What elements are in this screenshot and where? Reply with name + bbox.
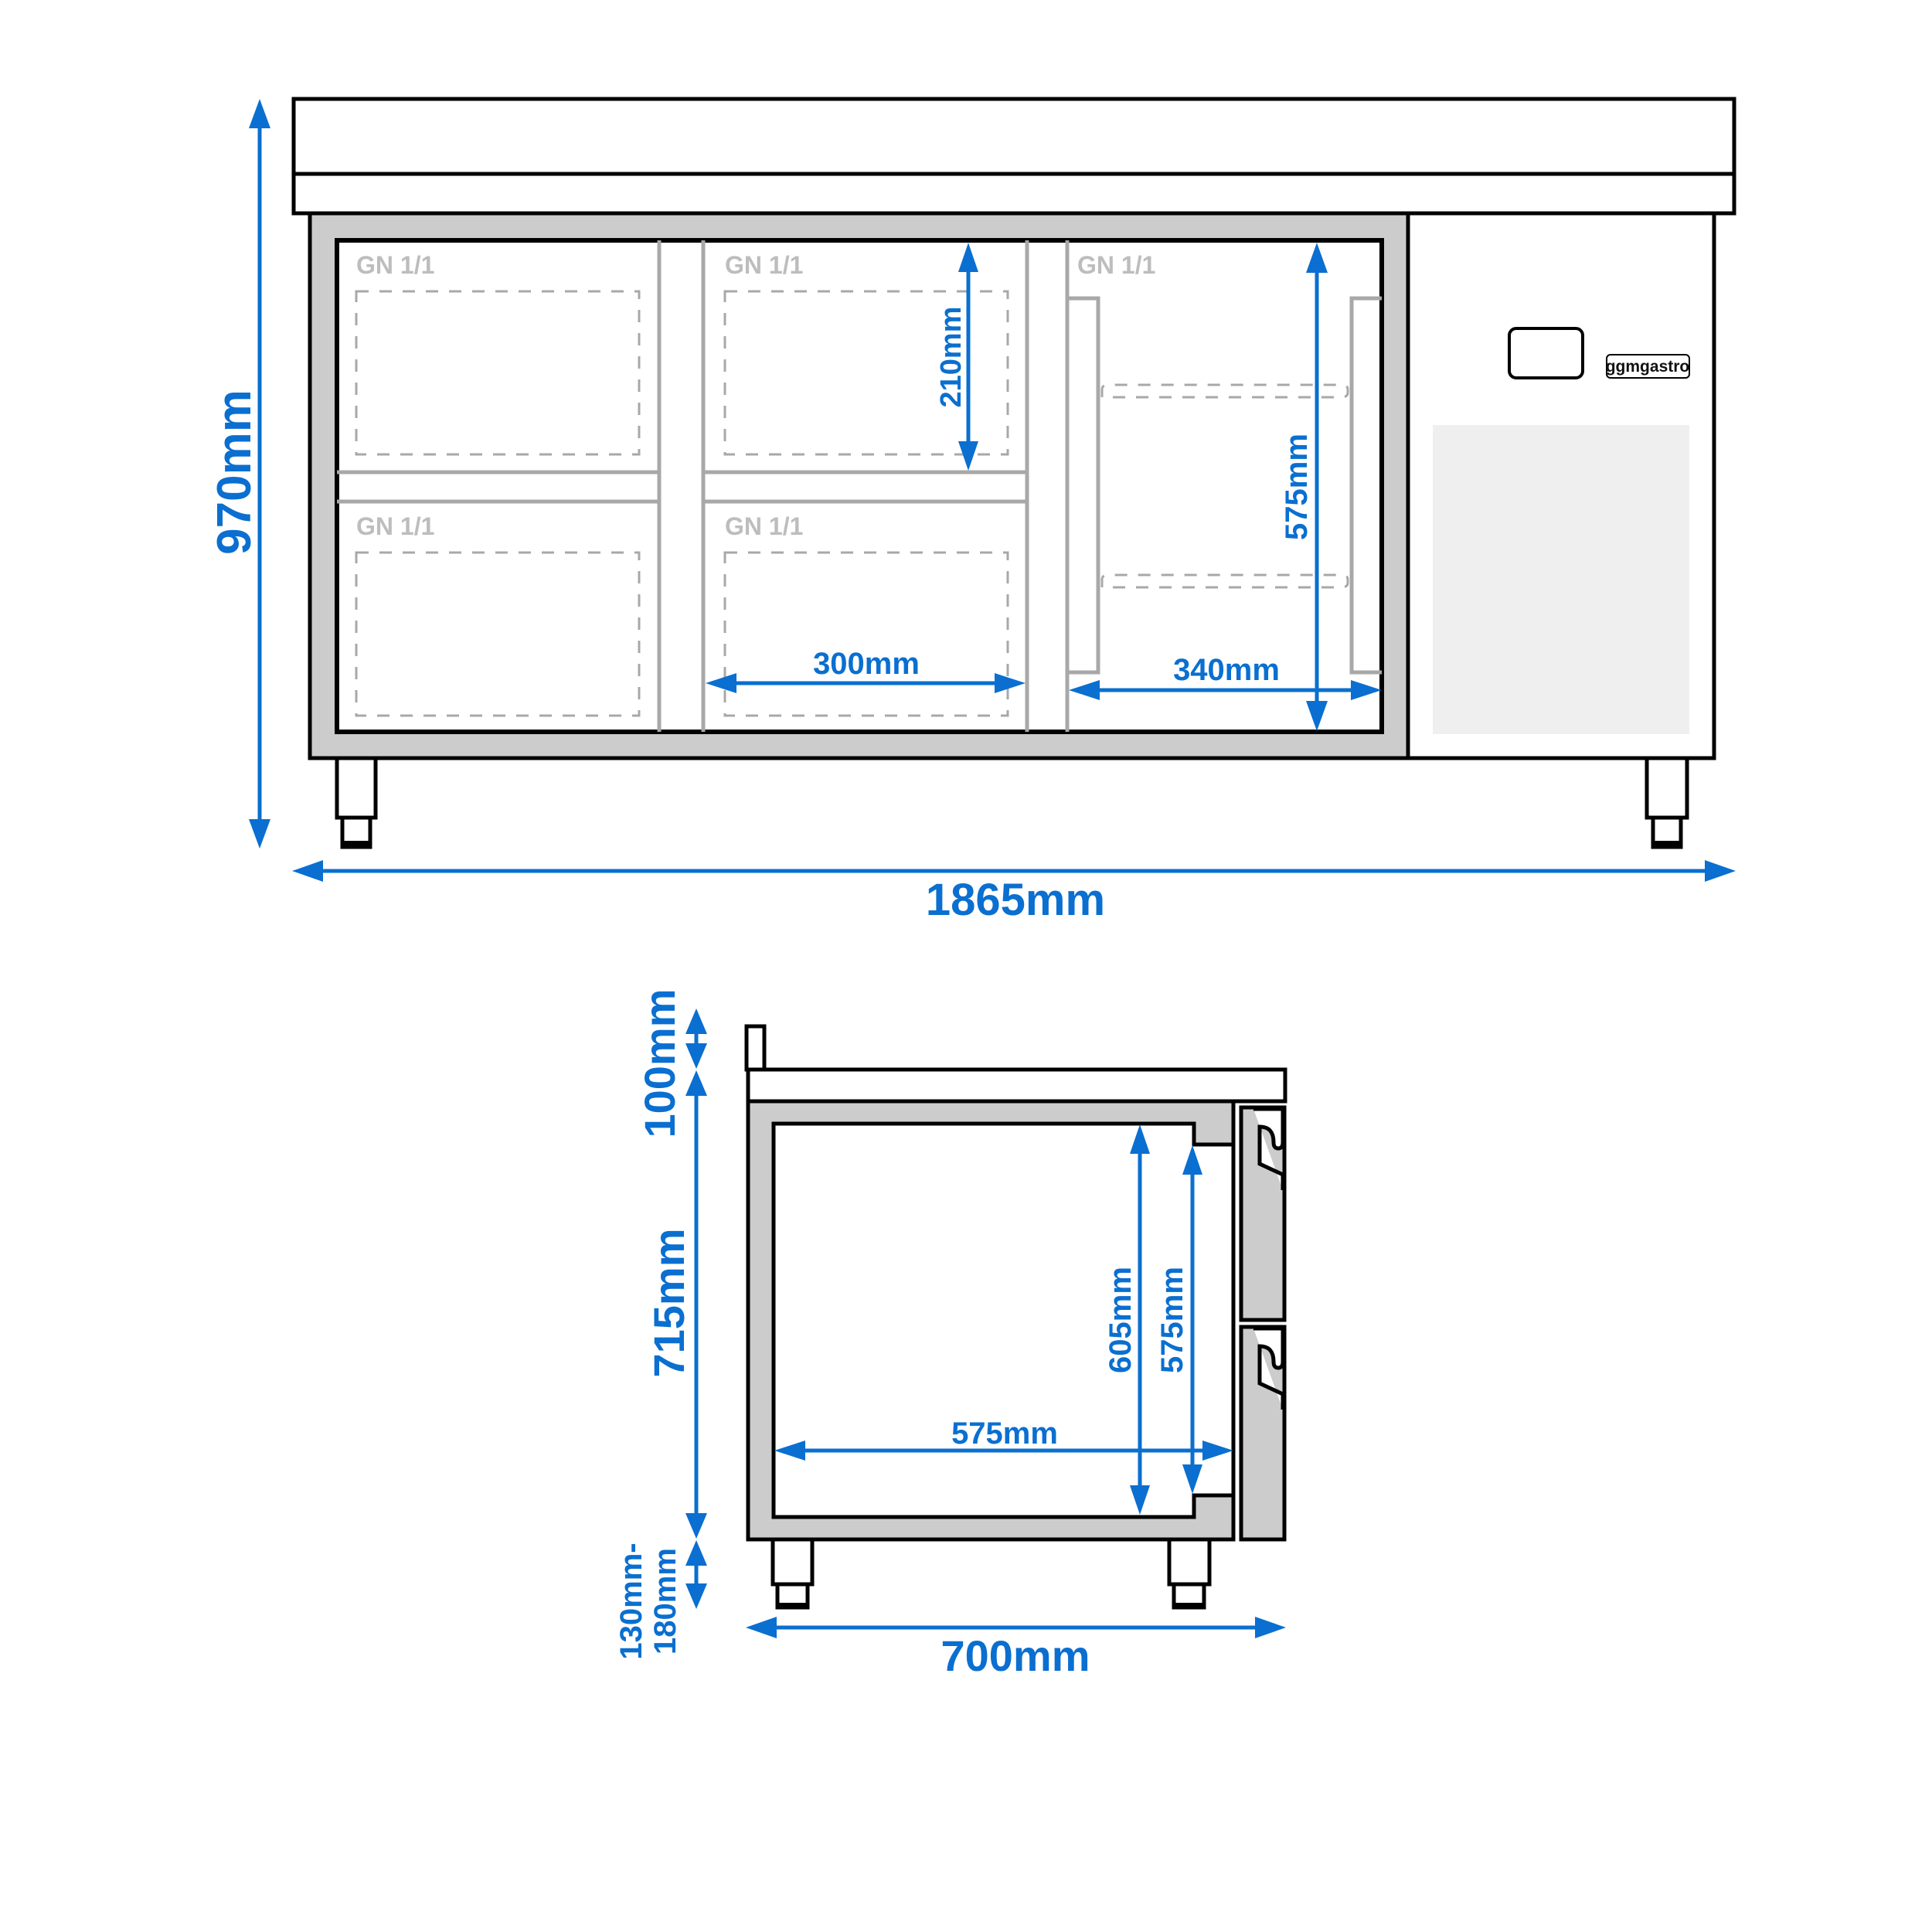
grid-shelf-outline — [1100, 573, 1349, 589]
dimension-backsplash-100: 100mm — [635, 988, 707, 1138]
gn-label: GN 1/1 — [725, 512, 803, 540]
dimension-gn-width-300: 300mm — [706, 647, 1026, 693]
cooling-section-interior — [335, 238, 1384, 734]
dimension-legs-130-180: 130mm- 180mm — [614, 1540, 707, 1660]
side-rail-left — [1067, 296, 1100, 675]
leg — [770, 1537, 815, 1610]
svg-text:700mm: 700mm — [940, 1631, 1090, 1680]
svg-text:1865mm: 1865mm — [926, 875, 1105, 925]
svg-text:300mm: 300mm — [813, 647, 920, 681]
ventilation-panel — [1433, 425, 1689, 734]
svg-text:575mm: 575mm — [1280, 434, 1314, 540]
drawer-front — [1239, 1325, 1287, 1542]
svg-text:130mm-: 130mm- — [614, 1543, 648, 1659]
dimension-compartment-height-575: 575mm — [1280, 243, 1328, 731]
svg-text:575mm: 575mm — [951, 1417, 1058, 1451]
leg — [1645, 756, 1689, 849]
side-rail-right — [1349, 296, 1382, 675]
svg-text:340mm: 340mm — [1173, 653, 1280, 687]
svg-text:210mm: 210mm — [935, 307, 968, 408]
gn-container-outline — [355, 290, 641, 456]
svg-text:970mm: 970mm — [208, 389, 261, 555]
dimension-inner-height-575: 575mm — [1155, 1145, 1202, 1494]
gn-container-outline — [723, 551, 1009, 717]
grid-shelf-outline — [1100, 383, 1349, 399]
dimension-gn-height-210: 210mm — [935, 243, 978, 471]
gn-label: GN 1/1 — [1077, 251, 1155, 279]
svg-text:180mm: 180mm — [648, 1548, 682, 1655]
dimension-inner-height-605: 605mm — [1104, 1124, 1150, 1515]
dimension-inner-depth-575: 575mm — [774, 1417, 1233, 1461]
svg-text:715mm: 715mm — [645, 1228, 693, 1377]
dimension-depth-700: 700mm — [746, 1617, 1286, 1680]
svg-text:605mm: 605mm — [1104, 1267, 1138, 1373]
gn-label: GN 1/1 — [356, 251, 434, 279]
brand-logo-badge — [1606, 354, 1690, 379]
svg-text:575mm: 575mm — [1155, 1267, 1189, 1373]
svg-text:100mm: 100mm — [635, 988, 684, 1138]
brand-logo: ggmgastro — [1606, 358, 1690, 376]
worktop-upper — [291, 97, 1736, 176]
side-cabinet-interior — [771, 1121, 1236, 1519]
front-view: GN 1/1 GN 1/1 GN 1/1 GN 1/1 GN 1/1 ggmga… — [208, 97, 1736, 925]
leg — [1167, 1537, 1212, 1610]
dimension-width-1865: 1865mm — [292, 860, 1736, 925]
leg — [335, 756, 378, 849]
side-worktop — [746, 1067, 1287, 1104]
gn-container-outline — [723, 290, 1009, 456]
gn-label: GN 1/1 — [725, 251, 803, 279]
control-display — [1508, 327, 1584, 379]
dimension-body-715: 715mm — [645, 1070, 707, 1539]
dimension-height-970: 970mm — [208, 99, 270, 849]
worktop-lower — [291, 172, 1736, 216]
gn-label: GN 1/1 — [356, 512, 434, 540]
side-view: 100mm 715mm 130mm- 180mm 700mm — [614, 988, 1287, 1680]
gn-container-outline — [355, 551, 641, 717]
backsplash — [744, 1024, 767, 1072]
drawer-front — [1239, 1105, 1287, 1322]
